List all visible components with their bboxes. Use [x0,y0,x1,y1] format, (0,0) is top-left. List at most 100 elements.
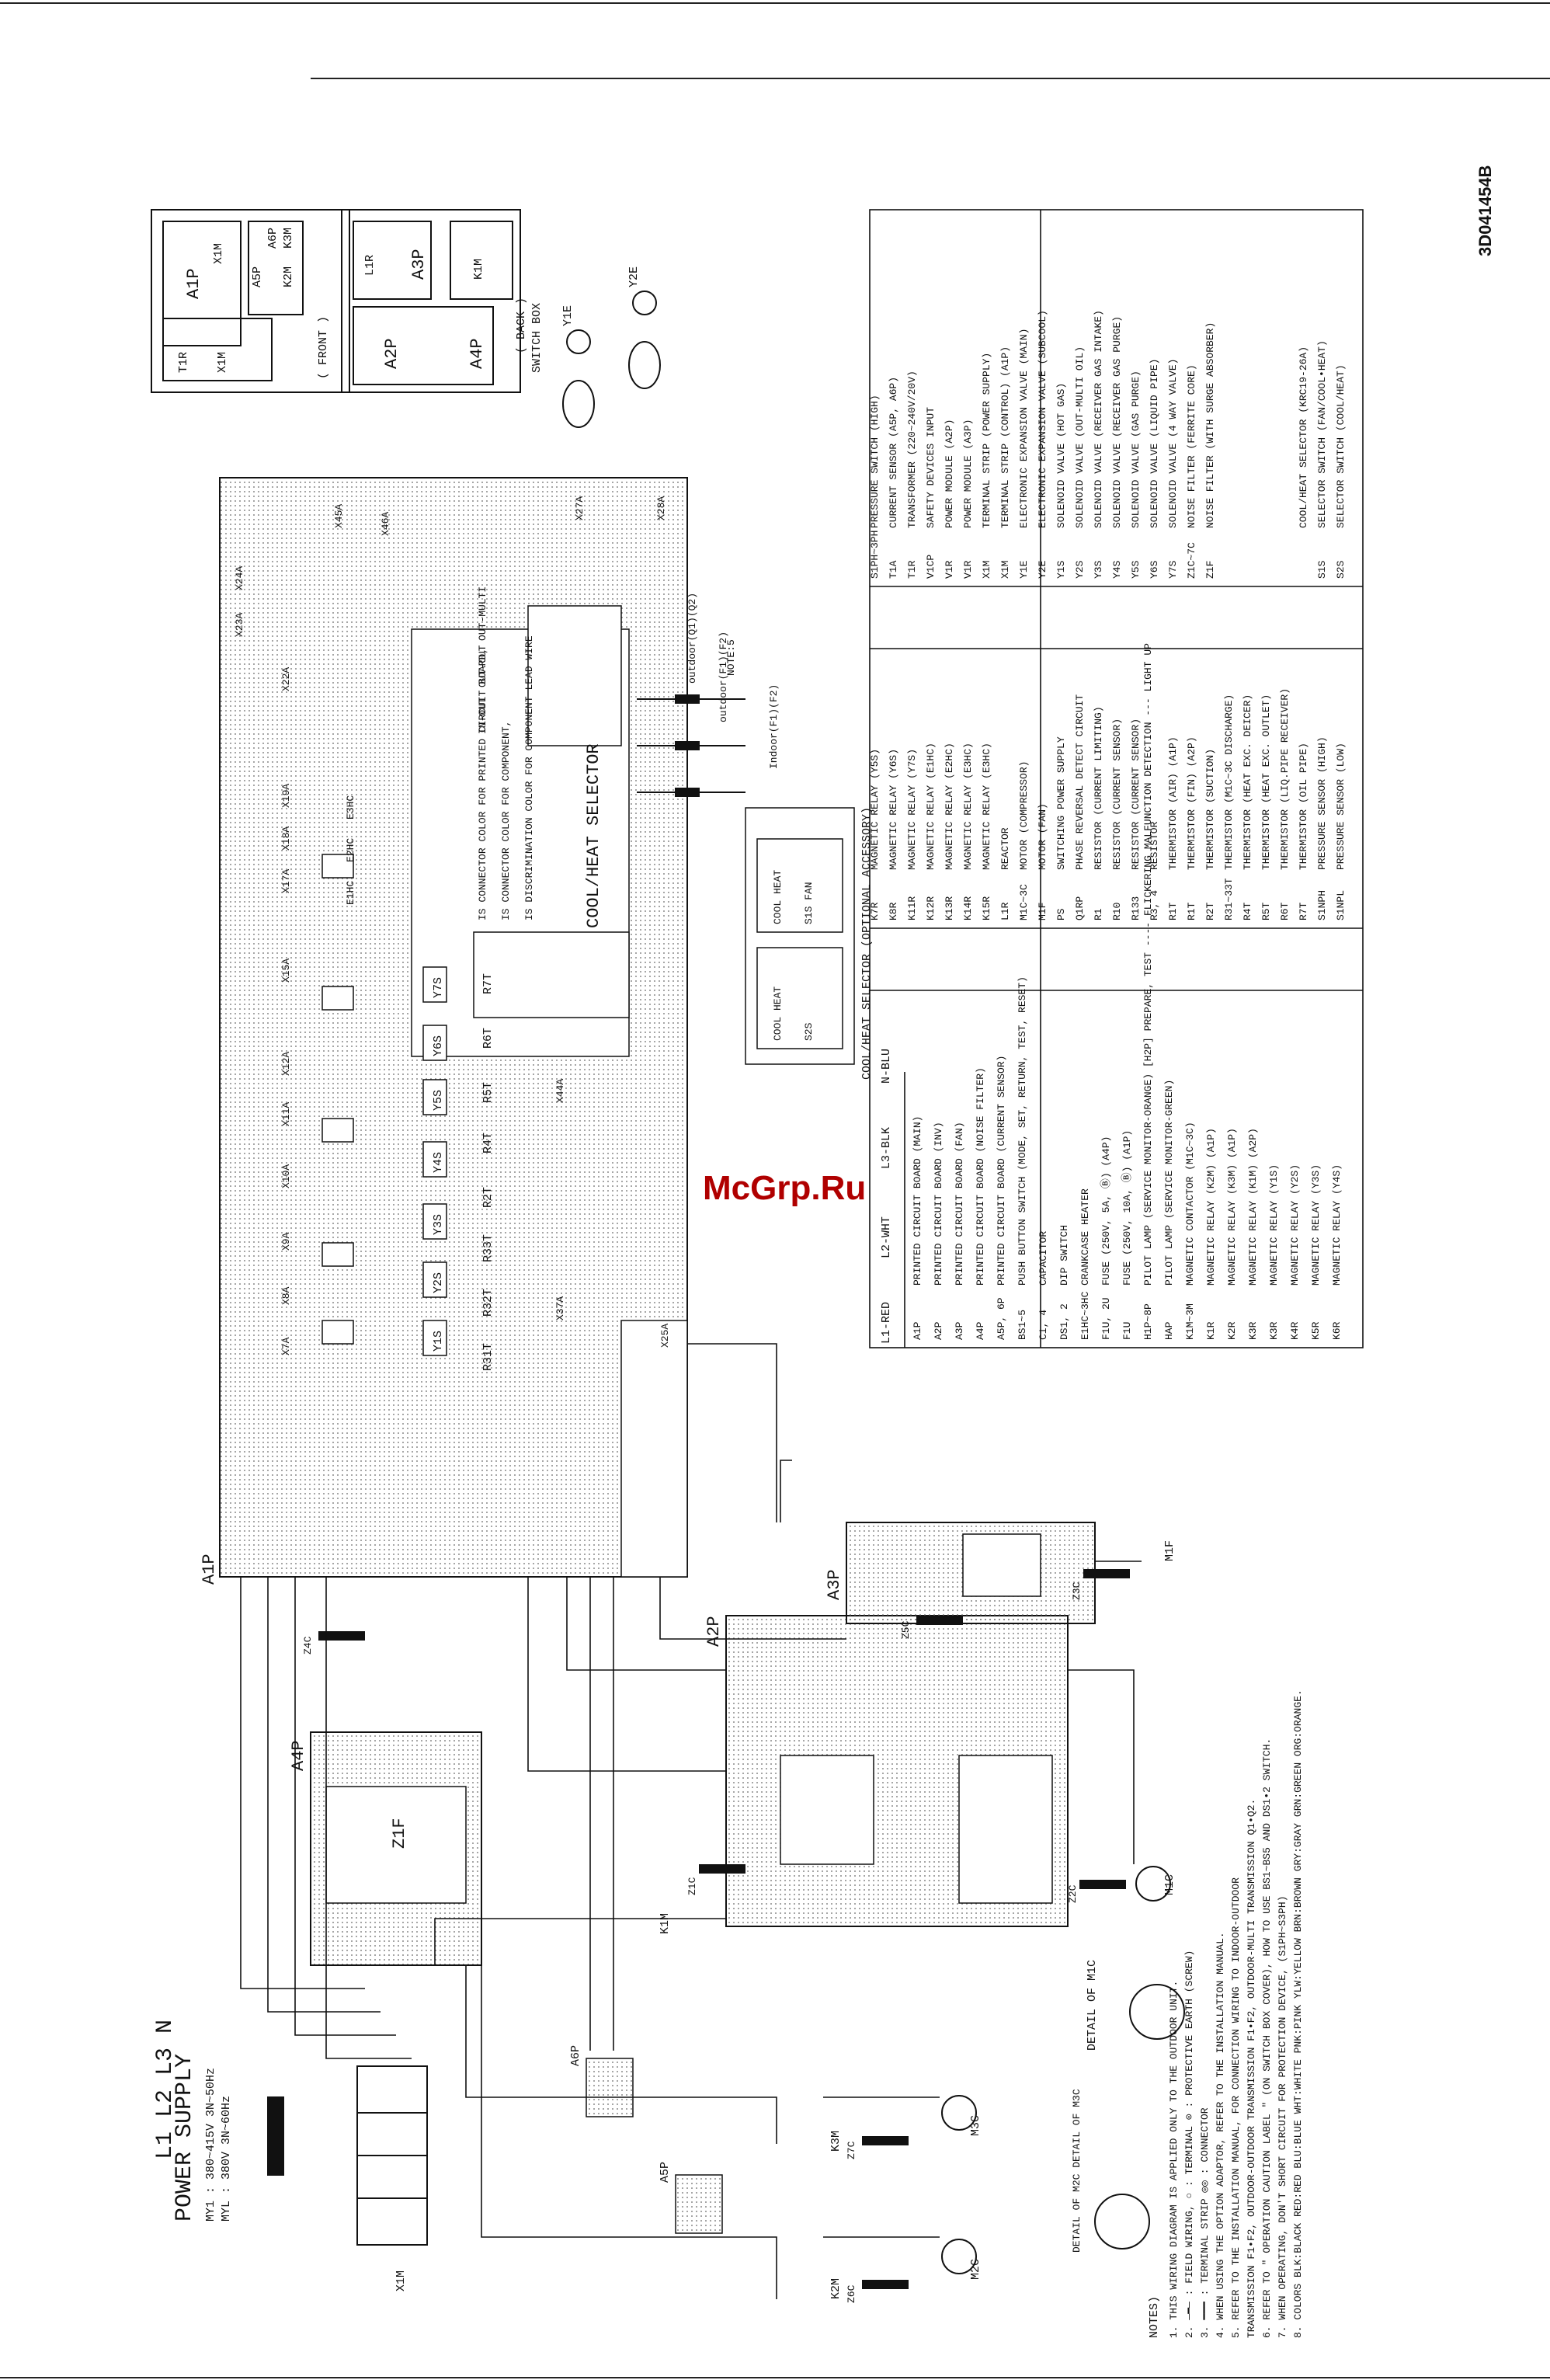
notes-item-2: 2. —━— : FIELD WIRING, ○ : TERMINAL ⊙ : … [1183,1950,1195,2338]
valve-y2e: Y2E [627,266,641,287]
legend-desc: THERMISTOR (M1C~3C DISCHARGE) [1223,694,1235,870]
board-a3p [846,1522,1096,1624]
legend-code: R31~33T [1223,878,1235,920]
heater-e2hc: E2HC [345,838,356,862]
legend-code: R10 [1111,903,1123,920]
legend-code: R6T [1279,902,1291,920]
a1p-relay-row [321,854,447,1356]
legend-desc: NOISE FILTER (WITH SURGE ABSORBER) [1204,322,1216,528]
legend-desc: PILOT LAMP (SERVICE MONITOR-ORANGE) [H2P… [1142,643,1154,1286]
board-a1p [219,477,688,1578]
legend-desc: ELECTRONIC EXPANSION VALVE (SUBCOOL) [1037,310,1048,528]
a1p-valve-labels: Y1S Y2S Y3S Y4S Y5S Y6S Y7S R31T R32T R3… [345,795,495,1371]
notes-item-3: 3. ━━━ : TERMINAL STRIP ◎◎ : CONNECTOR [1199,2107,1211,2338]
conn-x17a: X17A [280,869,292,893]
contactor-k1m: K1M [659,1913,672,1934]
legend-desc: POWER MODULE (A3P) [962,419,974,528]
notes-item-7: 6. REFER TO " OPERATION CAUTION LABEL " … [1261,1738,1273,2338]
layout-part-k3m: K3M [282,228,295,249]
a1p-connector-labels: X7A X8A X9A X10A X11A X12A X15A X17A X18… [234,496,671,1355]
legend-code: K7R [869,902,881,920]
legend-code: A2P [933,1321,944,1340]
legend-desc: PRINTED CIRCUIT BOARD (CURRENT SENSOR) [996,1056,1007,1286]
legend-code: Z1F [1204,561,1216,579]
compressor-motors [941,1866,1185,2274]
legend-header-n: N-BLU [880,1049,893,1084]
legend-code: E1HC~3HC [1079,1291,1091,1340]
legend-code: K5R [1310,1321,1322,1340]
legend-code: X1M [981,561,992,579]
legend-desc: SELECTOR SWITCH (COOL/HEAT) [1335,364,1347,528]
layout-part-a6p: A6P [266,228,280,249]
legend-code: A5P, 6P [996,1297,1007,1340]
legend-desc: MOTOR (FAN) [1037,803,1048,870]
legend-desc: SOLENOID VALVE (HOT GAS) [1055,383,1067,528]
motor-m1f: M1F [1163,1540,1176,1561]
legend-code: A4P [975,1321,986,1340]
motor-m1c: M1C [1163,1874,1176,1895]
legend-code: S1PH~3PH [869,531,881,579]
legend-desc: COOL/HEAT SELECTOR (KRC19-26A) [1298,346,1309,528]
core-z5c: Z5C [900,1620,912,1639]
valve-y6s: Y6S [432,1035,445,1056]
legend-desc: PRINTED CIRCUIT BOARD (NOISE FILTER) [975,1067,986,1286]
selector-col-out-out: OUT-OUT [477,645,488,687]
power-supply-terminals: L1 L2 L3 N [152,2020,179,2159]
legend-desc: PRESSURE SENSOR (LOW) [1335,743,1347,870]
legend-code: F1U, 2U [1100,1297,1112,1340]
board-a5p-label: A5P [659,2162,672,2183]
transmission-lines [637,694,745,797]
core-z7c: Z7C [846,2141,857,2159]
legend-code: Y6S [1149,560,1160,579]
conn-x10a: X10A [280,1164,292,1188]
legend-component-connector: IS CONNECTOR COLOR FOR COMPONENT, [500,721,512,920]
legend-desc: MAGNETIC RELAY (E3HC) [981,743,992,870]
legend-desc: THERMISTOR (AIR) (A1P) [1167,736,1179,870]
legend-desc: NOISE FILTER (FERRITE CORE) [1186,364,1197,528]
legend-code: R7T [1298,902,1309,920]
conn-x8a: X8A [280,1286,292,1305]
legend-code: Q1RP [1074,896,1086,920]
legend-desc: MAGNETIC RELAY (K2M) (A1P) [1205,1128,1217,1286]
notes-item-8: 7. WHEN OPERATING, DON'T SHORT CIRCUIT F… [1277,1896,1288,2339]
conn-x7a: X7A [280,1337,292,1355]
board-a2p-label: A2P [704,1616,724,1647]
legend-desc: CAPACITOR [1037,1231,1049,1286]
heater-e3hc: E3HC [345,795,356,819]
notes-item-9: 8. COLORS BLK:BLACK RED:RED BLU:BLUE WHT… [1292,1689,1304,2338]
thermistor-r6t: R6T [481,1028,495,1049]
legend-code: M1C~3C [1018,884,1030,920]
layout-part-x1m-2: X1M [216,352,229,373]
legend-code: H1P~8P [1142,1303,1154,1340]
legend-desc: MAGNETIC RELAY (Y3S) [1310,1164,1322,1286]
selector-cool-heat-2: COOL HEAT [772,986,784,1041]
legend-code: V1CP [925,555,937,579]
notes-item-1: 1. THIS WIRING DIAGRAM IS APPLIED ONLY T… [1168,1981,1180,2338]
conn-x28a: X28A [655,496,667,520]
transmission-note: NOTE:5 [725,639,737,676]
notes-item-6: TRANSMISSION F1•F2, OUTDOOR-OUTDOOR TRAN… [1246,1799,1257,2338]
thermistor-r5t: R5T [481,1082,495,1103]
legend-desc: SOLENOID VALVE (RECEIVER GAS INTAKE) [1093,310,1104,528]
core-z3c: Z3C [1071,1581,1083,1600]
legend-desc: MAGNETIC RELAY (Y4S) [1331,1164,1343,1286]
conn-x18a: X18A [280,826,292,851]
legend-code: M1F [1037,903,1048,920]
legend-code: S1S [1316,560,1328,579]
legend-desc: SOLENOID VALVE (RECEIVER GAS PURGE) [1111,316,1123,528]
thermistor-r31t: R31T [481,1343,495,1371]
legend-code: S1NPH [1316,890,1328,920]
legend-desc: THERMISTOR (SUCTION) [1204,749,1216,870]
power-supply-spec-2: MYL : 380V 3N~60Hz [220,2096,233,2222]
legend-table [869,209,1364,1348]
legend-desc: SOLENOID VALVE (GAS PURGE) [1130,371,1142,528]
legend-code: K8R [888,902,899,920]
legend-desc: PUSH BUTTON SWITCH (MODE, SET, RETURN, T… [1017,976,1028,1286]
legend-code: PS [1055,908,1067,920]
power-supply-title: POWER SUPPLY [172,2054,198,2222]
legend-desc: SAFETY DEVICES INPUT [925,407,937,528]
legend-desc: MOTOR (COMPRESSOR) [1018,761,1030,870]
layout-part-a2p: A2P [382,338,401,369]
conn-x22a: X22A [280,667,292,691]
